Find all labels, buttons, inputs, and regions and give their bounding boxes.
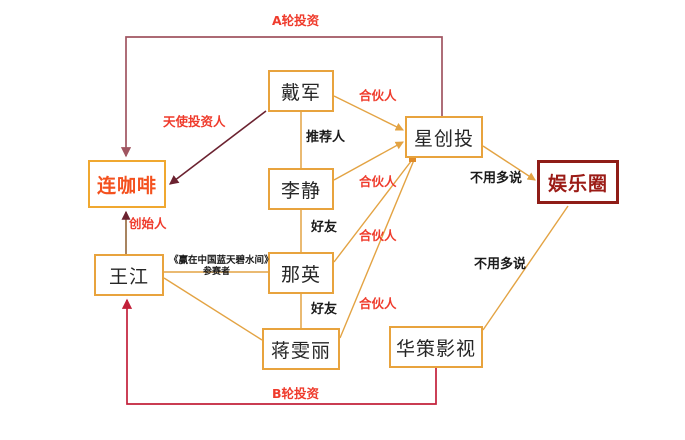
edge-angel-investor — [168, 110, 267, 185]
node-jiangwenli[interactable]: 蒋雯丽 — [262, 328, 340, 370]
edge-partner-naying — [333, 159, 413, 263]
node-lijing[interactable]: 李静 — [268, 168, 334, 210]
edge-wangjiang-jiangwenli — [163, 277, 263, 341]
node-huace-film[interactable]: 华策影视 — [389, 326, 483, 368]
edge-partner-jiangwenli — [339, 155, 416, 339]
edge-partner-daijun — [333, 95, 405, 131]
edge-obvious-xingchuangtou — [482, 145, 536, 181]
node-daijun[interactable]: 戴军 — [268, 70, 334, 112]
node-xingchuangtou[interactable]: 星创投 — [405, 116, 483, 158]
edge-b-round-investment — [121, 298, 437, 405]
node-naying[interactable]: 那英 — [268, 252, 334, 294]
node-wangjiang[interactable]: 王江 — [94, 254, 164, 296]
edge-obvious-huace — [482, 205, 569, 331]
edge-partner-lijing — [333, 141, 404, 181]
edge-a-round-investment — [120, 36, 443, 158]
node-yulequan[interactable]: 娱乐圈 — [537, 160, 619, 204]
node-lianka[interactable]: 连咖啡 — [88, 160, 166, 208]
